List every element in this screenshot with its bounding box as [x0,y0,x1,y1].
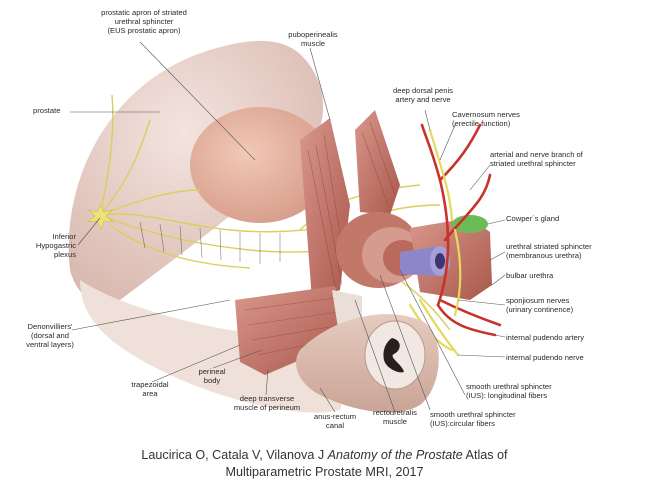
label-line: anus-rectum [313,412,357,421]
label-line: body [203,376,221,385]
label-line: (EUS prostatic apron) [107,26,181,35]
label-line: bulbar urethra [506,271,554,280]
label-line: internal pudendo nerve [506,353,584,362]
label-line: Denonvilliers' [27,322,73,331]
label-line: Cowper´s gland [506,214,560,223]
caption-after-title: Atlas of [462,448,508,462]
caption-line2: Multiparametric Prostate MRI, 2017 [225,465,424,479]
label-smooth-longitudinal: smooth urethral sphincter (IUS): longitu… [466,382,552,400]
caption-authors: Laucirica O, Catala V, Vilanova J [141,448,328,462]
label-line: muscle of perineum [233,403,301,412]
urethral-striated-sphincter [410,218,492,300]
label-line: Cavernosum nerves [452,110,520,119]
label-line: urethral sphincter [114,17,174,26]
label-line: prostate [33,106,61,115]
label-line: prostatic apron of striated [101,8,187,17]
label-trapezoidal-area: trapezoidal area [120,380,180,398]
perineal-body-shape [332,290,362,328]
lower-pelvic-mass [80,280,343,413]
label-line: puboperinealis [288,30,338,39]
deep-transverse-muscle [235,286,350,375]
label-line: canal [325,421,345,430]
label-line: muscle [300,39,326,48]
label-line: striated urethral sphincter [490,159,576,168]
label-line: (dorsal and [31,331,69,340]
label-inferior-hypogastric: Inferior Hypogastric plexus [20,232,76,259]
label-internal-pudendo-artery: internal pudendo artery [506,333,584,342]
label-line: sponjiosum nerves [506,296,570,305]
leader-lines [70,41,506,413]
label-line: smooth urethral sphincter [466,382,552,391]
label-line: Inferior [52,232,76,241]
label-line: (membranous urethra) [506,251,582,260]
label-line: area [142,389,158,398]
urethra-tube [400,246,440,276]
label-arterial-nerve-branch: arterial and nerve branch of striated ur… [490,150,583,168]
label-line: rectouretralis [373,408,417,417]
label-deep-transverse: deep transverse muscle of perineum [222,394,312,412]
label-deep-dorsal-penis: deep dorsal penis artery and nerve [383,86,463,104]
label-line: (erectile function) [452,119,511,128]
label-line: plexus [54,250,76,259]
arteries [420,123,502,337]
label-line: internal pudendo artery [506,333,585,342]
label-prostate: prostate [33,106,60,115]
label-line: perineal [198,367,226,376]
label-line: artery and nerve [395,95,451,104]
anatomy-illustration [68,40,502,413]
label-sponjiosum-nerves: sponjiosum nerves (urinary continence) [506,296,573,314]
label-line: muscle [382,417,408,426]
plexus-mesh [139,221,281,264]
label-cowpers-gland: Cowper´s gland [506,214,559,223]
label-line: smooth urethral sphincter [430,410,516,419]
prostate-shape [190,107,330,223]
label-smooth-circular: smooth urethral sphincter (IUS):circular… [430,410,516,428]
label-internal-pudendo-nerve: internal pudendo nerve [506,353,584,362]
label-cavernosum-nerves: Cavernosum nerves (erectile function) [452,110,520,128]
label-perineal-body: perineal body [184,367,240,385]
label-line: (IUS):circular fibers [430,419,495,428]
label-urethral-striated: urethral striated sphincter (membranous … [506,242,592,260]
label-anus-rectum: anus-rectum canal [303,412,367,430]
label-line: (urinary continence) [506,305,574,314]
label-line: ventral layers) [26,340,74,349]
label-line: trapezoidal [131,380,169,389]
label-puboperinealis: puboperinealis muscle [283,30,343,48]
cowpers-gland-shape [452,215,488,233]
label-line: deep dorsal penis [393,86,453,95]
label-line: urethral striated sphincter [506,242,592,251]
label-line: arterial and nerve branch of [490,150,583,159]
figure-caption: Laucirica O, Catala V, Vilanova J Anatom… [0,447,649,481]
rectum-lumen [364,320,426,390]
label-line: (IUS): longitudinal fibers [466,391,548,400]
label-prostatic-apron: prostatic apron of striated urethral sph… [85,8,203,35]
label-line: Hypogastric [35,241,76,250]
label-rectouretralis: rectouretralis muscle [364,408,426,426]
label-line: deep transverse [239,394,295,403]
caption-title: Anatomy of the Prostate [327,448,463,462]
label-bulbar-urethra: bulbar urethra [506,271,553,280]
label-denonvilliers: Denonvilliers' (dorsal and ventral layer… [20,322,80,349]
rectum-lumen-fold [383,338,404,373]
puboperinealis-right [355,110,400,215]
plexus-ganglion [87,204,114,230]
